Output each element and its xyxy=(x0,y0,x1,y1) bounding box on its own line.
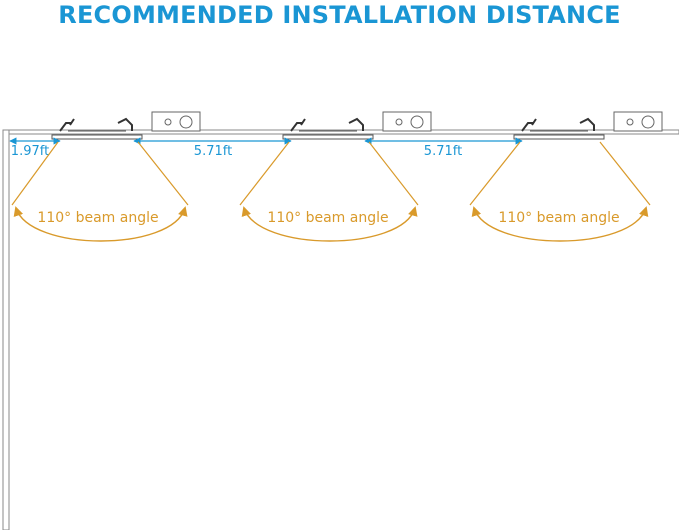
beam-angle-2: 110° beam angle xyxy=(239,141,419,242)
distance-label-1-2: 5.71ft xyxy=(194,144,232,159)
light-fixture xyxy=(282,117,374,140)
distance-label-2-3: 5.71ft xyxy=(424,144,462,159)
junction-box xyxy=(151,111,201,132)
beam-label-2: 110° beam angle xyxy=(267,210,388,226)
light-fixture xyxy=(513,117,605,140)
distance-label-wall: 1.97ft xyxy=(11,144,49,159)
distance-between-2-3: 5.71ft xyxy=(364,137,523,159)
room-outline xyxy=(2,129,679,530)
beam-angle-1: 110° beam angle xyxy=(11,141,189,242)
distance-wall-to-first: 1.97ft xyxy=(9,137,61,159)
beam-angle-3: 110° beam angle xyxy=(469,141,651,242)
wall xyxy=(2,129,10,530)
beam-label-1: 110° beam angle xyxy=(37,210,158,226)
distance-between-1-2: 5.71ft xyxy=(133,137,292,159)
page-title: RECOMMENDED INSTALLATION DISTANCE xyxy=(58,1,621,29)
junction-box xyxy=(382,111,432,132)
junction-box xyxy=(613,111,663,132)
beam-label-3: 110° beam angle xyxy=(498,210,619,226)
light-fixture xyxy=(51,117,143,140)
